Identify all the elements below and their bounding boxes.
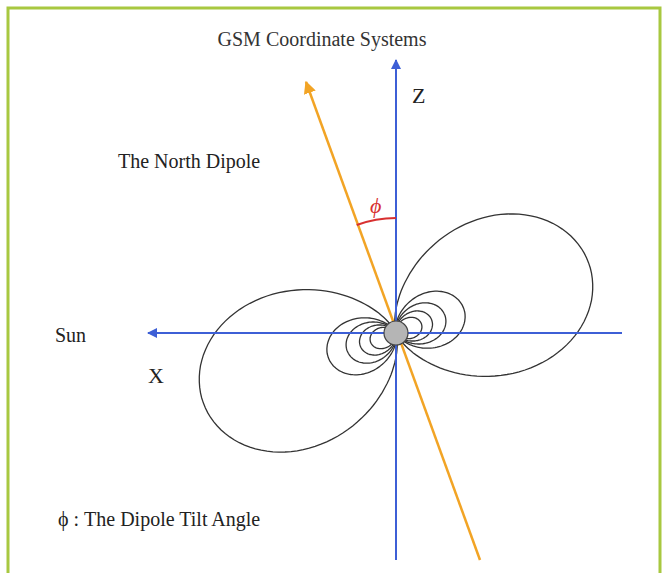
legend-note: ϕ : The Dipole Tilt Angle <box>58 508 260 530</box>
axis-label: X <box>148 364 164 388</box>
sun-label: Sun <box>55 324 86 346</box>
axis-label: Z <box>412 84 425 108</box>
dipole-label: The North Dipole <box>118 150 260 172</box>
dipole-axis <box>306 82 480 560</box>
diagram-title: GSM Coordinate Systems <box>218 28 427 50</box>
frame <box>8 8 660 573</box>
tilt-angle-arc <box>357 218 396 225</box>
field-line <box>199 290 397 452</box>
field-line <box>395 214 593 376</box>
angle-symbol: ϕ <box>370 194 381 218</box>
z-axis <box>395 60 397 560</box>
earth <box>384 321 408 345</box>
